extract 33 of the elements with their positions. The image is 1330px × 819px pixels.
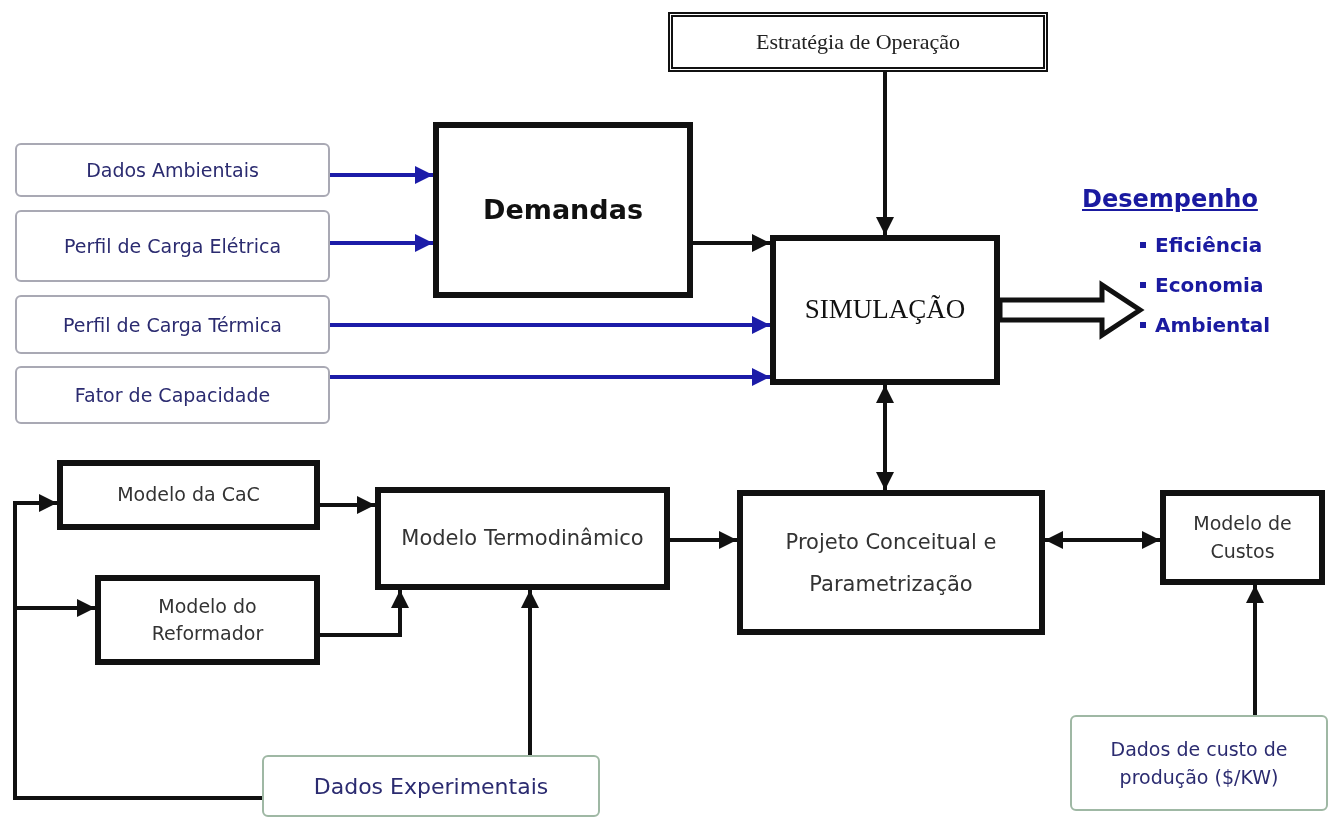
arrow	[330, 166, 433, 184]
arrow	[330, 234, 433, 252]
arrow	[13, 599, 262, 800]
arrow	[330, 316, 770, 334]
data-box: Dados de custo de produção ($/KW)	[1070, 715, 1328, 811]
data-box: Dados Experimentais	[262, 755, 600, 817]
process-box: Modelo de Custos	[1160, 490, 1325, 585]
input-box: Perfil de Carga Térmica	[15, 295, 330, 354]
input-box: Dados Ambientais	[15, 143, 330, 197]
arrow	[1246, 585, 1264, 715]
input-box: Fator de Capacidade	[15, 366, 330, 424]
process-box: Modelo Termodinâmico	[375, 487, 670, 590]
arrow	[320, 496, 375, 514]
process-box: SIMULAÇÃO	[770, 235, 1000, 385]
arrow	[693, 234, 770, 252]
arrow	[320, 590, 409, 637]
process-box: Modelo do Reformador	[95, 575, 320, 665]
bullet-text: Eficiência	[1155, 233, 1263, 257]
process-box: Modelo da CaC	[57, 460, 320, 530]
strategy-box: Estratégia de Operação	[668, 12, 1048, 72]
heading: Desempenho	[1082, 185, 1258, 213]
arrow	[521, 590, 539, 755]
block-arrow	[997, 280, 1145, 340]
arrow	[876, 385, 894, 490]
arrow	[330, 368, 770, 386]
bullet-text: Ambiental	[1155, 313, 1271, 337]
input-box: Perfil de Carga Elétrica	[15, 210, 330, 282]
arrow	[876, 72, 894, 235]
bullet-text: Economia	[1155, 273, 1264, 297]
arrow	[670, 531, 737, 549]
process-box: Projeto Conceitual e Parametrização	[737, 490, 1045, 635]
arrow	[1045, 531, 1160, 549]
process-box: Demandas	[433, 122, 693, 298]
